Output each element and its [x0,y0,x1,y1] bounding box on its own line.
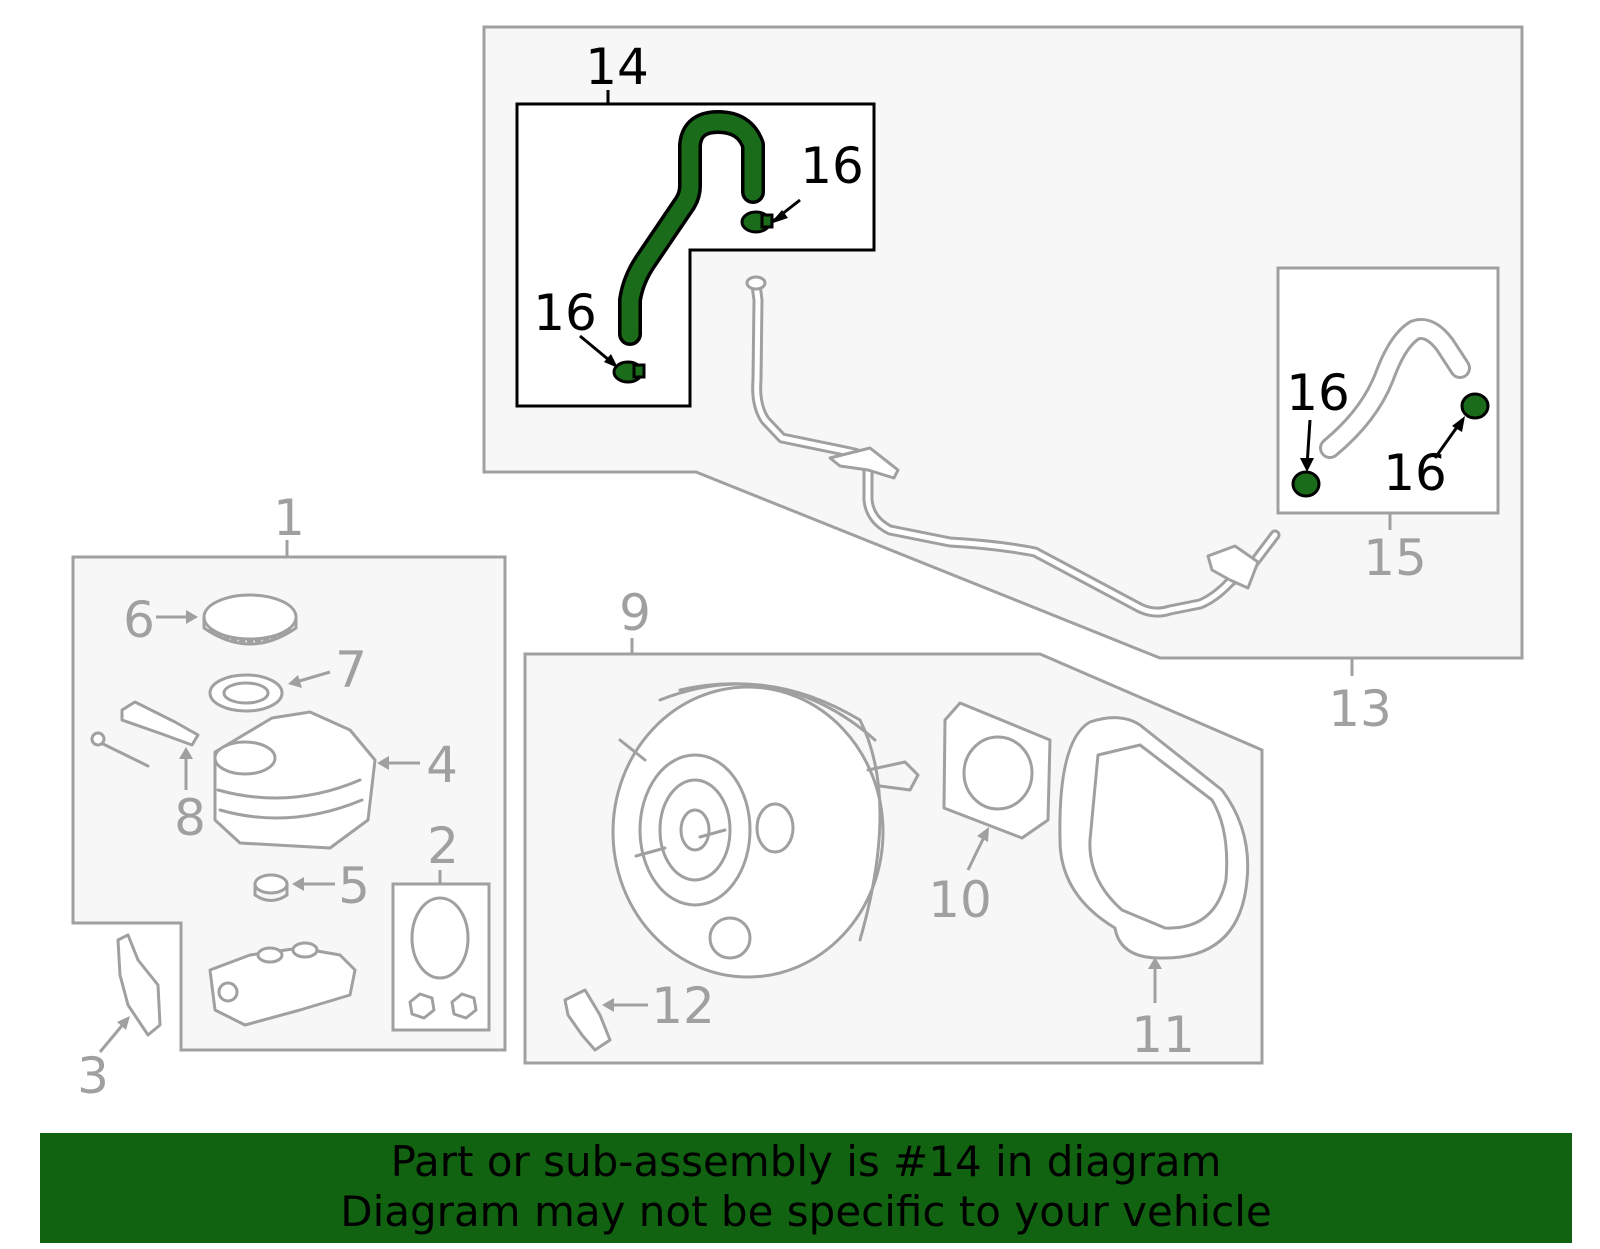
label-16-bottom: 16 [533,284,597,342]
gasket-10 [942,701,1052,840]
label-12: 12 [651,977,715,1035]
hose-clamp-bottom[interactable] [612,360,646,384]
label-2: 2 [427,817,459,875]
label-16-top: 16 [800,137,864,195]
nuts-2 [408,992,478,1020]
label-15: 15 [1363,529,1427,587]
o-ring-2 [410,896,470,980]
footer-line-2: Diagram may not be specific to your vehi… [340,1187,1272,1236]
hose-15-inner [1322,321,1468,456]
label-11: 11 [1131,1006,1195,1064]
label-8: 8 [174,789,206,847]
label-6: 6 [123,591,155,649]
label-7: 7 [335,641,367,699]
boot-11 [1058,716,1250,960]
brake-booster [611,682,920,979]
label-4: 4 [426,736,458,794]
level-sensor-8 [90,700,200,768]
cap-seal-7 [208,673,284,713]
vacuum-hose-highlighted[interactable] [618,110,765,346]
grommet-5 [253,873,289,902]
hose-clamp-top[interactable] [740,210,774,234]
hose-clamp-box15-left[interactable] [1291,470,1321,498]
label-16-box15-left: 16 [1286,364,1350,422]
label-16-box15-right: 16 [1383,444,1447,502]
hose-clamp-box15-right[interactable] [1460,392,1490,420]
label-3: 3 [77,1047,109,1105]
master-cylinder [208,941,357,1027]
label-14: 14 [585,38,649,96]
group-14-box [515,102,876,408]
reservoir-4 [213,710,377,850]
label-1: 1 [273,489,305,547]
callout-arrows-16 [579,198,1465,472]
label-9: 9 [619,584,651,642]
footer-line-1: Part or sub-assembly is #14 in diagram [390,1137,1222,1186]
leader-lines [98,513,1392,1053]
reservoir-cap-6 [202,593,298,646]
bracket-3 [116,933,162,1037]
vacuum-pipe-13 [745,275,1281,618]
label-13: 13 [1328,680,1392,738]
sensor-12 [563,988,612,1052]
label-5: 5 [338,857,370,915]
label-10: 10 [928,871,992,929]
footer-banner: Part or sub-assembly is #14 in diagram D… [40,1133,1572,1243]
